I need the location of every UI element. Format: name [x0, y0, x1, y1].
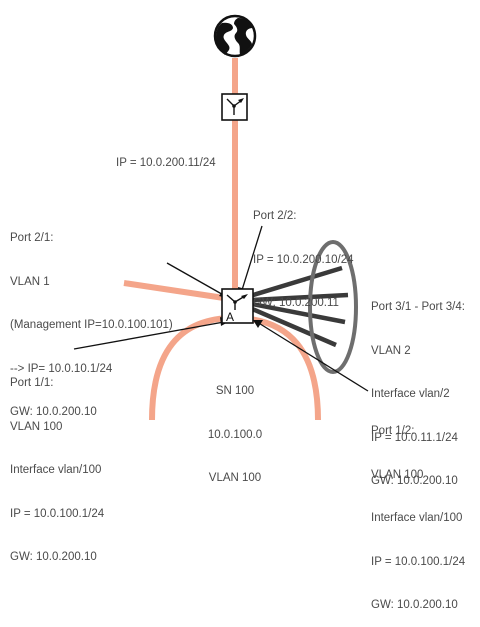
port-1-2-iface: Interface vlan/100: [371, 512, 463, 524]
port-2-1-mgmt: (Management IP=10.0.100.101): [10, 319, 173, 331]
port-2-1-ip: --> IP= 10.0.10.1/24: [10, 362, 113, 375]
port-2-2-label: Port 2/2: IP = 10.0.200.10/24 GW: 10.0.2…: [253, 180, 354, 325]
port-2-1-label: Port 2/1: VLAN 1 (Management IP=10.0.100…: [10, 202, 173, 434]
port-3-iface: Interface vlan/2: [371, 388, 450, 400]
port-2-1-gw: GW: 10.0.200.10: [10, 406, 97, 418]
router-ip: IP = 10.0.200.11/24: [116, 157, 216, 169]
port-1-2-gw: GW: 10.0.200.10: [371, 599, 458, 611]
network-diagram: A: [73, 14, 369, 421]
callout-port-2-2: [241, 225, 263, 291]
arrowhead-port-1-2: [253, 320, 263, 328]
port-1-1-label: Port 1/1: VLAN 100 Interface vlan/100 IP…: [10, 347, 104, 579]
globe-icon: [213, 14, 257, 58]
subnet-label: SN 100 10.0.100.0 VLAN 100: [195, 355, 275, 500]
port-2-2-ip: IP = 10.0.200.10/24: [253, 253, 354, 266]
port-1-1-ip: IP = 10.0.100.1/24: [10, 507, 105, 520]
link-port-3-4: [249, 305, 337, 348]
port-1-1-title: Port 1/1:: [10, 377, 54, 389]
link-port-3-1: [249, 265, 343, 299]
port-1-1-gw: GW: 10.0.200.10: [10, 551, 97, 563]
port-3-ip: IP = 10.0.11.1/24: [371, 431, 458, 444]
port-3-title: Port 3/1 - Port 3/4:: [371, 301, 465, 313]
callout-port-2-1: [166, 262, 228, 298]
subnet-net: 10.0.100.0: [207, 428, 263, 441]
subnet-name: SN 100: [215, 385, 255, 397]
link-port-3-3: [251, 301, 346, 325]
router-ip-label: IP = 10.0.200.11/24: [116, 127, 216, 185]
port-2-1-vlan: VLAN 1: [10, 275, 50, 288]
callout-port-1-1: [73, 321, 225, 350]
port-2-2-gw: GW: 10.0.200.11: [253, 297, 339, 309]
link-port-2-1: [123, 280, 225, 301]
port-1-1-vlan: VLAN 100: [10, 420, 63, 433]
port-1-2-title: Port 1/2:: [371, 425, 415, 437]
port-1-1-iface: Interface vlan/100: [10, 464, 102, 476]
port-1-2-vlan: VLAN 100: [371, 468, 424, 481]
port-3-vlan: VLAN 2: [371, 344, 411, 357]
router-icon: [221, 93, 248, 121]
callout-port-1-2: [256, 321, 369, 392]
switch-tag: A: [226, 310, 234, 324]
port-1-2-ip: IP = 10.0.100.1/24: [371, 555, 466, 568]
subnet-vlan: VLAN 100: [208, 472, 262, 484]
port-1-2-label: Port 1/2: VLAN 100 Interface vlan/100 IP…: [371, 395, 465, 627]
vlan2-ring: [308, 240, 358, 374]
link-port-3-2: [251, 292, 349, 303]
port-2-1-title: Port 2/1:: [10, 232, 54, 244]
port-2-2-title: Port 2/2:: [253, 210, 297, 222]
switch-icon: A: [221, 288, 254, 324]
